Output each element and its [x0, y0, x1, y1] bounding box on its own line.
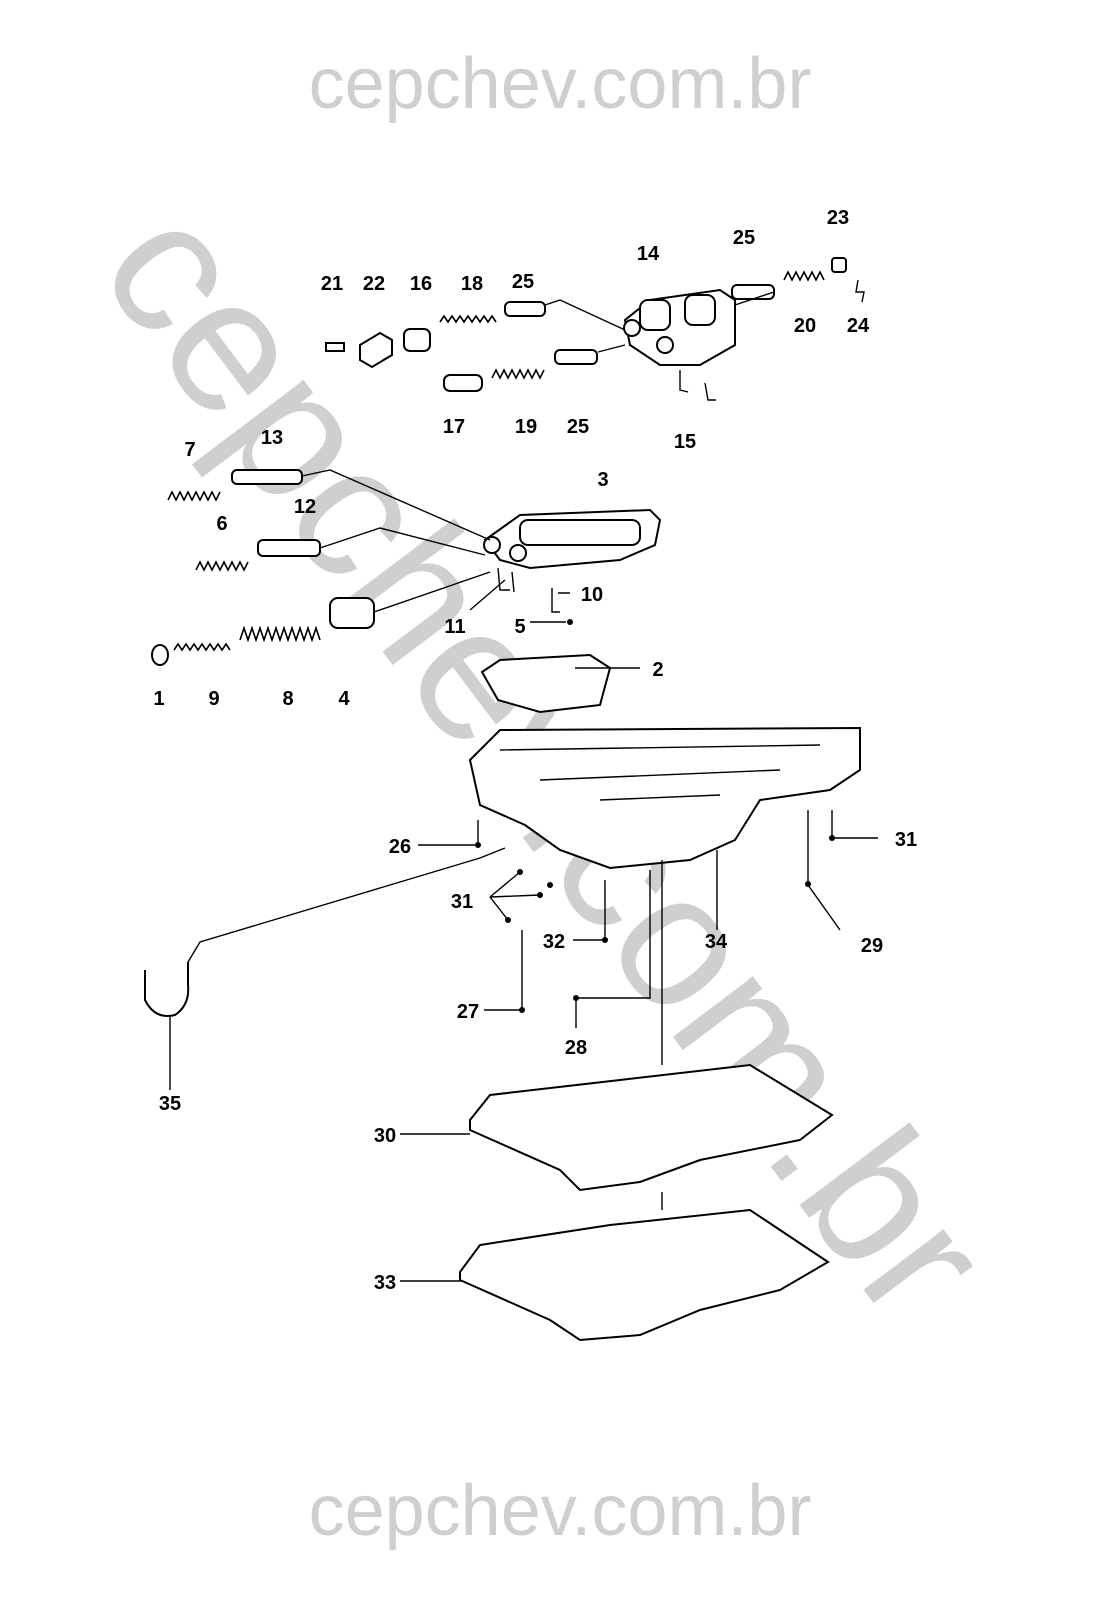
label-20: 20: [794, 315, 816, 337]
label-12: 12: [294, 496, 316, 518]
part-labels: 21 22 16 18 25 14 25 23 20 24 17 19 25 1…: [153, 207, 917, 1294]
plate-33: [459, 1208, 830, 1342]
label-28: 28: [565, 1037, 587, 1059]
watermark-bottom: cepchev.com.br: [309, 1471, 812, 1551]
label-8: 8: [282, 688, 293, 710]
label-31: 31: [895, 829, 917, 851]
label-3: 3: [597, 469, 608, 491]
label-16: 16: [410, 273, 432, 295]
label-30: 30: [374, 1125, 396, 1147]
label-24: 24: [847, 315, 870, 337]
label-23: 23: [827, 207, 849, 229]
label-29: 29: [861, 935, 883, 957]
label-10: 10: [581, 584, 603, 606]
valve-body-3: [151, 469, 662, 666]
leader-lines: [169, 579, 878, 1282]
label-2: 2: [652, 659, 663, 681]
plate-30: [469, 1063, 834, 1192]
label-15: 15: [674, 431, 696, 453]
label-19: 19: [515, 416, 537, 438]
label-13: 13: [261, 427, 283, 449]
valve-body-14: [623, 288, 736, 366]
label-31: 31: [451, 891, 473, 913]
plate-2: [480, 653, 612, 714]
label-1: 1: [153, 688, 164, 710]
label-9: 9: [208, 688, 219, 710]
label-25: 25: [512, 271, 534, 293]
label-35: 35: [159, 1093, 181, 1115]
label-33: 33: [374, 1272, 396, 1294]
small-parts-top: [325, 257, 865, 401]
label-25: 25: [567, 416, 589, 438]
label-27: 27: [457, 1001, 479, 1023]
label-14: 14: [637, 243, 660, 265]
hose-35: [144, 962, 190, 1017]
label-7: 7: [184, 439, 195, 461]
label-26: 26: [389, 836, 411, 858]
label-32: 32: [543, 931, 565, 953]
label-17: 17: [443, 416, 465, 438]
label-21: 21: [321, 273, 343, 295]
label-4: 4: [338, 688, 350, 710]
label-5: 5: [514, 616, 525, 638]
main-valve-body-34: [468, 726, 861, 870]
watermark-top: cepchev.com.br: [309, 44, 812, 124]
label-11: 11: [444, 616, 465, 638]
label-6: 6: [216, 513, 227, 535]
label-18: 18: [461, 273, 483, 295]
label-34: 34: [705, 931, 728, 953]
label-25: 25: [733, 227, 755, 249]
label-22: 22: [363, 273, 385, 295]
